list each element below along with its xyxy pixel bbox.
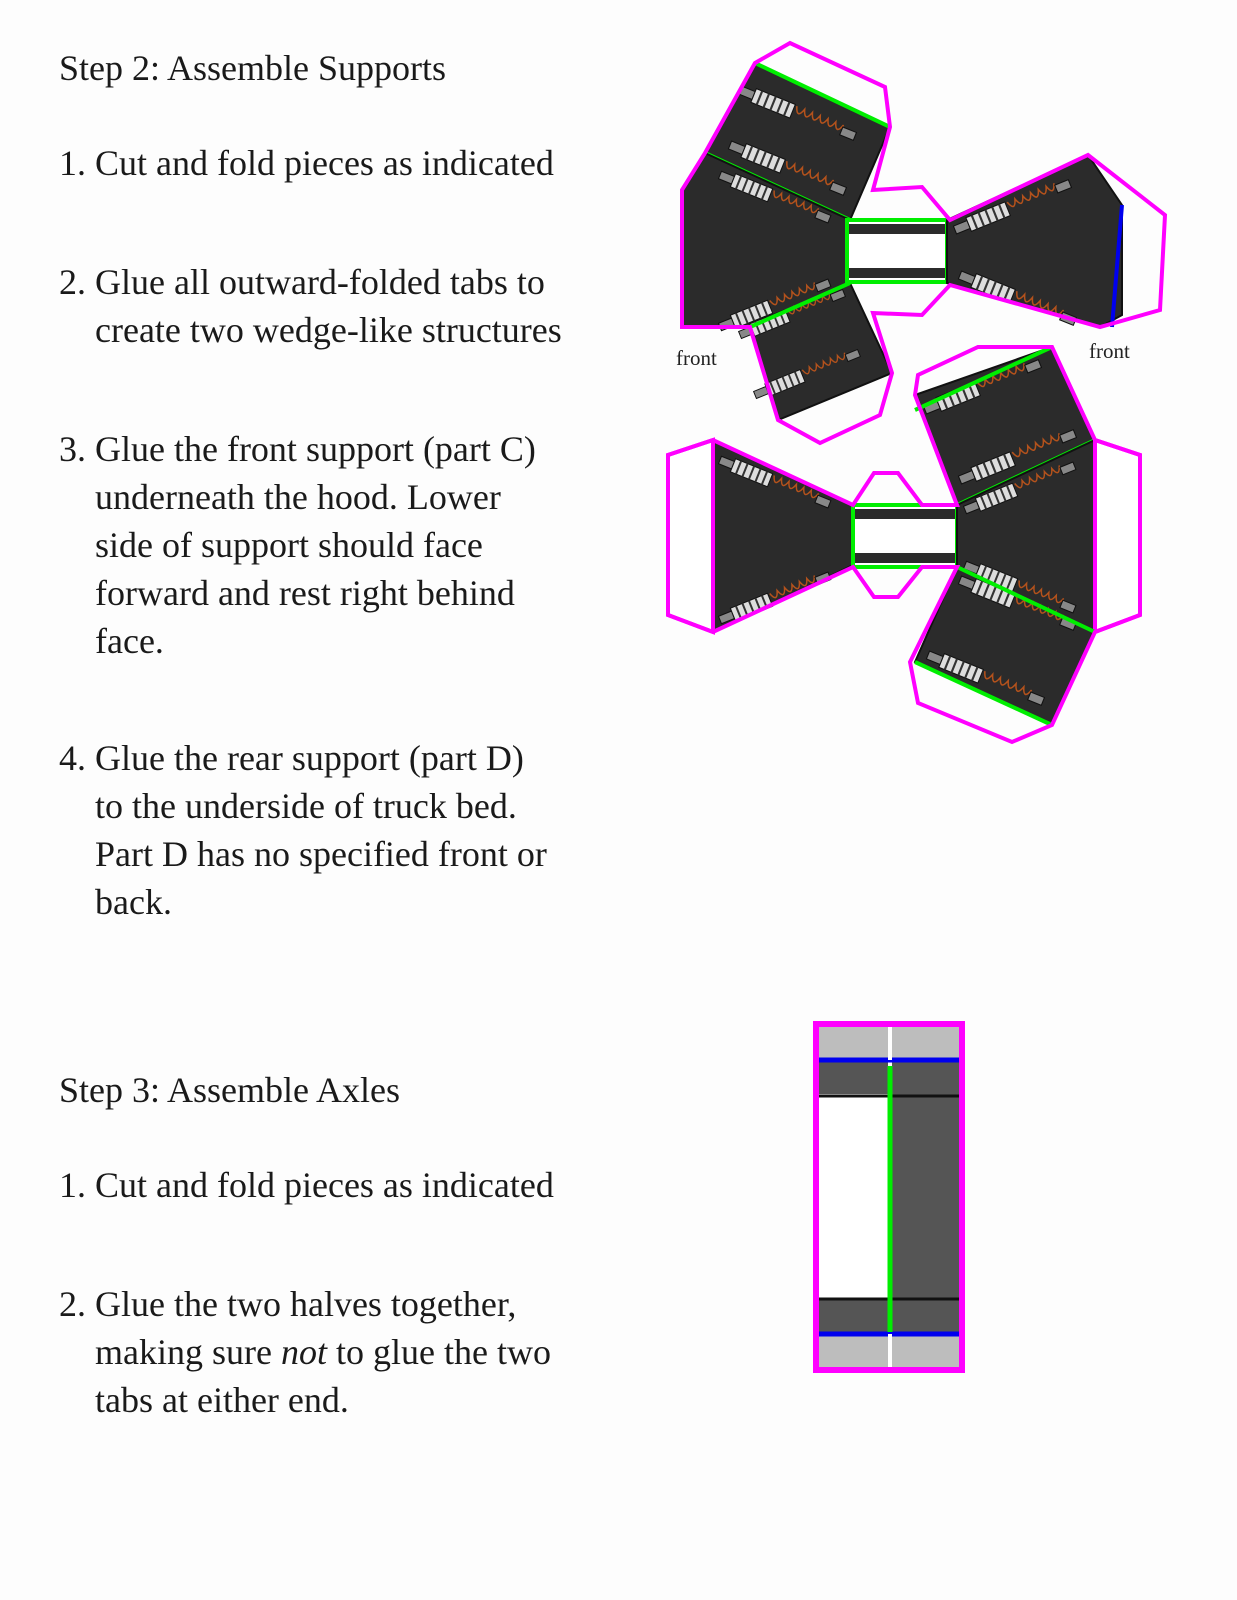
step2-item-4: 4. Glue the rear support (part D) to the… — [59, 734, 547, 926]
front-label-right: front — [1089, 339, 1130, 363]
step3-item-2: 2. Glue the two halves together, making … — [59, 1280, 551, 1424]
item-line: back. — [95, 882, 172, 922]
item-line: Glue the two halves together, — [95, 1284, 517, 1324]
item-number: 1. — [59, 143, 86, 183]
supports-diagram: front front — [666, 40, 1168, 745]
item-line: Part D has no specified front or — [95, 834, 547, 874]
item-line: Glue the rear support (part D) — [95, 738, 524, 778]
item-line: Cut and fold pieces as indicated — [95, 1165, 554, 1205]
step2-item-3: 3. Glue the front support (part C) under… — [59, 425, 536, 665]
item-line: forward and rest right behind — [95, 573, 515, 613]
axle-cut-line — [813, 1021, 965, 1373]
step2-item-2: 2. Glue all outward-folded tabs to creat… — [59, 258, 562, 354]
axle-diagram — [813, 1021, 965, 1373]
axle-face-left — [818, 1094, 888, 1300]
axle-tab-top-right — [892, 1026, 960, 1060]
step2-heading: Step 2: Assemble Supports — [59, 48, 447, 88]
axle-band-top-left — [818, 1060, 888, 1094]
axle-tab-top-left — [818, 1026, 888, 1060]
item-line: side of support should face — [95, 525, 483, 565]
axle-face-right — [892, 1060, 960, 1334]
support-d-panel-left — [666, 437, 854, 635]
item-number: 2. — [59, 262, 86, 302]
support-c-cut-line — [680, 40, 1168, 446]
item-line: to the underside of truck bed. — [95, 786, 517, 826]
item-number: 1. — [59, 1165, 86, 1205]
item-number: 2. — [59, 1284, 86, 1324]
axle-tab-bottom-right — [892, 1334, 960, 1368]
item-line: create two wedge-like structures — [95, 310, 562, 350]
step3-item-1: 1. Cut and fold pieces as indicated — [59, 1161, 554, 1209]
step2-item-1: 1. Cut and fold pieces as indicated — [59, 139, 554, 187]
item-number: 4. — [59, 738, 86, 778]
axle-band-bottom-left — [818, 1300, 888, 1334]
support-d-center — [851, 503, 959, 569]
step3-heading: Step 3: Assemble Axles — [59, 1070, 400, 1110]
item-line: face. — [95, 621, 164, 661]
item-line: Cut and fold pieces as indicated — [95, 143, 554, 183]
support-c-center — [845, 218, 949, 284]
support-d-panel-bottom — [913, 565, 1097, 727]
axle-tab-bottom-left — [818, 1334, 888, 1368]
item-number: 3. — [59, 429, 86, 469]
item-line: tabs at either end. — [95, 1380, 349, 1420]
front-label-left: front — [676, 346, 717, 370]
item-line: Glue all outward-folded tabs to — [95, 262, 545, 302]
item-line: Glue the front support (part C) — [95, 429, 536, 469]
support-d-cut-line — [666, 345, 1142, 745]
item-line: making sure not to glue the two — [95, 1332, 551, 1372]
item-line: underneath the hood. Lower — [95, 477, 501, 517]
emphasis-not: not — [280, 1332, 327, 1372]
